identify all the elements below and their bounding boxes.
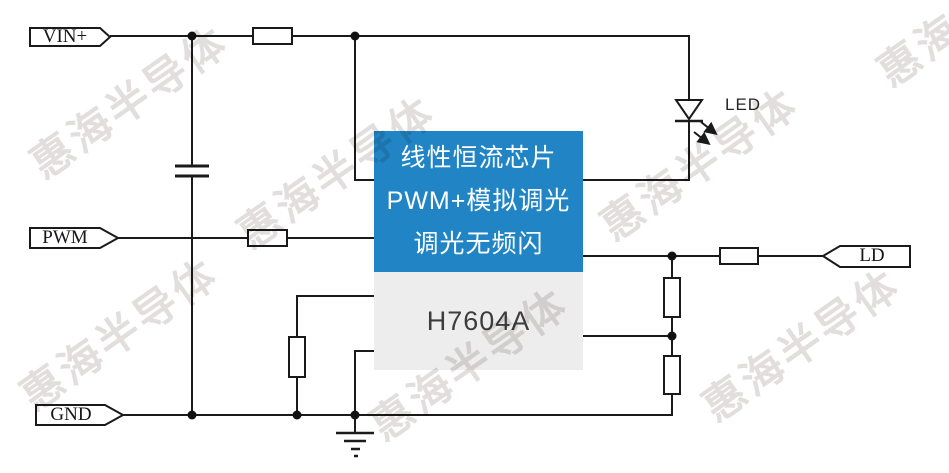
led-icon [674, 99, 718, 146]
port-flag-ld [821, 245, 911, 268]
resistor-ld [719, 247, 759, 265]
wire-top-rail [110, 35, 690, 100]
resistor-pwm [247, 229, 288, 247]
port-flag-gnd [35, 404, 126, 426]
port-flag-vin [29, 27, 112, 47]
earth-ground-icon [336, 431, 374, 458]
port-label-pwm: PWM [42, 227, 88, 248]
port-label-vin: VIN+ [42, 26, 88, 47]
resistor-divider-bottom [663, 355, 681, 395]
resistor-set [288, 336, 306, 378]
chip-description-line3: 调光无频闪 [413, 230, 544, 258]
port-label-ld: LD [859, 245, 885, 266]
chip-description-line1: 线性恒流芯片 [400, 144, 557, 172]
capacitor [175, 164, 209, 178]
port-label-gnd: GND [50, 404, 92, 425]
chip-block: 线性恒流芯片 PWM+模拟调光 调光无频闪 H7604A [374, 131, 583, 370]
wire-gnd-rail [123, 394, 673, 416]
wire-set-resistor [296, 295, 374, 415]
port-flag-pwm [29, 227, 121, 249]
resistor-vin [252, 27, 293, 45]
resistor-divider-top [663, 277, 681, 318]
wire-feedback-divider [583, 256, 673, 415]
junction-dots [187, 31, 677, 420]
wire-vin-to-chip [354, 36, 374, 181]
chip-description-line2: PWM+模拟调光 [386, 187, 571, 215]
wire-led-branch [583, 121, 690, 181]
chip-description: 线性恒流芯片 PWM+模拟调光 调光无频闪 [374, 131, 583, 272]
wire-chip-gnd [354, 350, 374, 433]
led-label: LED [725, 95, 762, 114]
chip-part-number: H7604A [374, 272, 583, 370]
